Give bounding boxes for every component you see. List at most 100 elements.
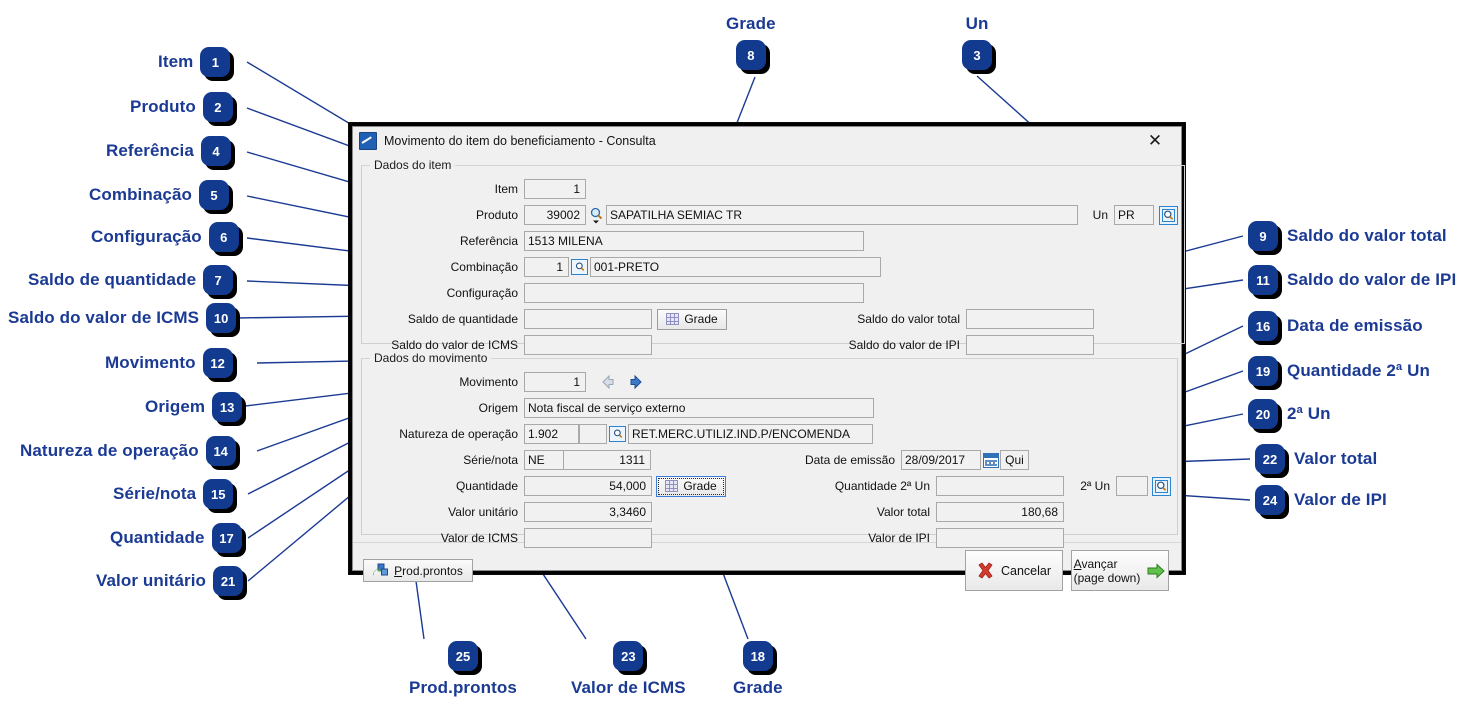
label-quantidade-2un: Quantidade 2ª Un: [834, 479, 930, 493]
cancel-button[interactable]: Cancelar: [965, 550, 1063, 591]
input-natureza-desc[interactable]: RET.MERC.UTILIZ.IND.P/ENCOMENDA: [628, 424, 873, 444]
callout-22: 22 Valor total: [1255, 444, 1377, 474]
input-serie[interactable]: NE: [524, 450, 564, 470]
label-valor-de-ipi: Valor de IPI: [868, 531, 930, 545]
callout-21: Valor unitário 21: [96, 566, 244, 596]
input-2un[interactable]: [1116, 476, 1148, 496]
callout-label: Item: [158, 52, 194, 71]
callout-badge: 18: [742, 641, 773, 671]
input-saldo-do-valor-de-icms[interactable]: [524, 335, 652, 355]
label-saldo-do-valor-total: Saldo do valor total: [857, 312, 960, 326]
callout-25: 25 Prod.prontos: [409, 641, 517, 698]
grade-button-saldo[interactable]: Grade: [657, 308, 727, 330]
callout-label: Data de emissão: [1287, 316, 1423, 335]
prod-prontos-button[interactable]: Prod.prontos: [363, 559, 473, 582]
prod-prontos-label: Prod.prontos: [394, 563, 463, 578]
input-produto-code[interactable]: 39002: [524, 205, 586, 225]
callout-badge: 25: [447, 641, 478, 671]
dialog-body: Dados do item Item 1 Produto 39002 SAPAT…: [353, 154, 1185, 548]
next-arrow-icon[interactable]: [628, 374, 644, 390]
callout-7: Saldo de quantidade 7: [28, 265, 234, 295]
label-valor-unitario: Valor unitário: [448, 505, 518, 519]
input-origem[interactable]: Nota fiscal de serviço externo: [524, 398, 874, 418]
input-natureza-sub[interactable]: [579, 424, 607, 444]
group-dados-do-item: Dados do item Item 1 Produto 39002 SAPAT…: [361, 158, 1185, 355]
callout-3: Un 3: [962, 14, 992, 70]
input-quantidade-2un[interactable]: [936, 476, 1064, 496]
calendar-icon[interactable]: [981, 452, 1000, 468]
callout-18: 18 Grade: [733, 641, 783, 698]
callout-label: Valor total: [1294, 449, 1378, 468]
callout-24: 24 Valor de IPI: [1255, 485, 1387, 515]
input-valor-total[interactable]: 180,68: [936, 502, 1064, 522]
advance-line2: (page down): [1073, 570, 1141, 585]
label-item: Item: [494, 182, 518, 196]
previous-arrow-icon[interactable]: [600, 374, 616, 390]
input-natureza-code[interactable]: 1.902: [524, 424, 579, 444]
input-quantidade[interactable]: 54,000: [524, 476, 652, 496]
input-item[interactable]: 1: [524, 179, 586, 199]
callout-badge: 17: [211, 523, 242, 553]
label-combinacao: Combinação: [450, 260, 518, 274]
advance-label: Avançar (page down): [1074, 557, 1141, 585]
callout-label: Produto: [130, 97, 196, 116]
advance-button[interactable]: Avançar (page down): [1071, 550, 1169, 591]
un2-lookup-icon[interactable]: [1152, 476, 1171, 496]
input-data-de-emissao[interactable]: 28/09/2017: [901, 450, 981, 470]
callout-label: Combinação: [89, 185, 193, 204]
callout-16: 16 Data de emissão: [1248, 311, 1423, 341]
close-icon[interactable]: ✕: [1147, 130, 1163, 150]
input-saldo-de-quantidade[interactable]: [524, 309, 652, 329]
callout-label: Saldo do valor total: [1287, 226, 1447, 245]
input-un[interactable]: PR: [1114, 205, 1154, 225]
callout-badge: 22: [1255, 444, 1285, 474]
close-x-icon: [977, 562, 994, 579]
callout-badge: 14: [205, 436, 236, 466]
un-lookup-icon[interactable]: [1159, 205, 1178, 225]
title-bar: Movimento do item do beneficiamento - Co…: [353, 127, 1181, 154]
combinacao-lookup-icon[interactable]: [571, 259, 588, 275]
callout-label: 2ª Un: [1287, 404, 1331, 423]
callout-17: Quantidade 17: [110, 523, 242, 553]
group-legend-movimento: Dados do movimento: [374, 351, 488, 365]
callout-badge: 13: [212, 392, 243, 422]
input-saldo-do-valor-de-ipi[interactable]: [966, 335, 1094, 355]
label-saldo-do-valor-de-ipi: Saldo do valor de IPI: [848, 338, 960, 352]
input-movimento[interactable]: 1: [524, 372, 586, 392]
callout-label: Série/nota: [113, 484, 197, 503]
input-nota[interactable]: 1311: [563, 450, 651, 470]
input-valor-de-ipi[interactable]: [936, 528, 1064, 548]
dialog-footer: Prod.prontos Cancelar Avançar (page down…: [353, 542, 1181, 598]
input-valor-unitario[interactable]: 3,3460: [524, 502, 652, 522]
input-referencia[interactable]: 1513 MILENA: [524, 231, 864, 251]
label-referencia: Referência: [459, 234, 518, 248]
callout-label: Configuração: [91, 227, 202, 246]
input-combinacao-desc[interactable]: 001-PRETO: [590, 257, 881, 277]
callout-label: Saldo de quantidade: [28, 270, 197, 289]
grade-button-label: Grade: [683, 479, 717, 493]
callout-label: Un: [965, 14, 989, 33]
grid-icon: [666, 313, 680, 325]
callout-label: Origem: [145, 397, 206, 416]
callout-badge: 5: [199, 180, 230, 210]
weekday-display: Qui: [1000, 450, 1029, 470]
input-configuracao[interactable]: [524, 283, 864, 303]
callout-20: 20 2ª Un: [1248, 399, 1331, 429]
input-saldo-do-valor-total[interactable]: [966, 309, 1094, 329]
callout-label: Valor de ICMS: [571, 678, 686, 697]
group-legend-item: Dados do item: [374, 158, 452, 172]
label-quantidade: Quantidade: [455, 479, 518, 493]
callout-badge: 24: [1255, 485, 1285, 515]
callout-badge: 2: [202, 92, 233, 122]
search-icon[interactable]: [586, 205, 606, 225]
label-saldo-do-valor-de-icms: Saldo do valor de ICMS: [391, 338, 518, 352]
callout-label: Saldo do valor de IPI: [1287, 270, 1457, 289]
label-serie-nota: Série/nota: [463, 453, 518, 467]
input-combinacao-code[interactable]: 1: [524, 257, 569, 277]
input-valor-de-icms[interactable]: [524, 528, 652, 548]
label-valor-total: Valor total: [876, 505, 930, 519]
natureza-lookup-icon[interactable]: [609, 426, 626, 442]
grade-button-quantidade[interactable]: Grade: [656, 475, 726, 497]
callout-10: Saldo do valor de ICMS 10: [8, 303, 237, 333]
input-produto-desc[interactable]: SAPATILHA SEMIAC TR: [606, 205, 1078, 225]
